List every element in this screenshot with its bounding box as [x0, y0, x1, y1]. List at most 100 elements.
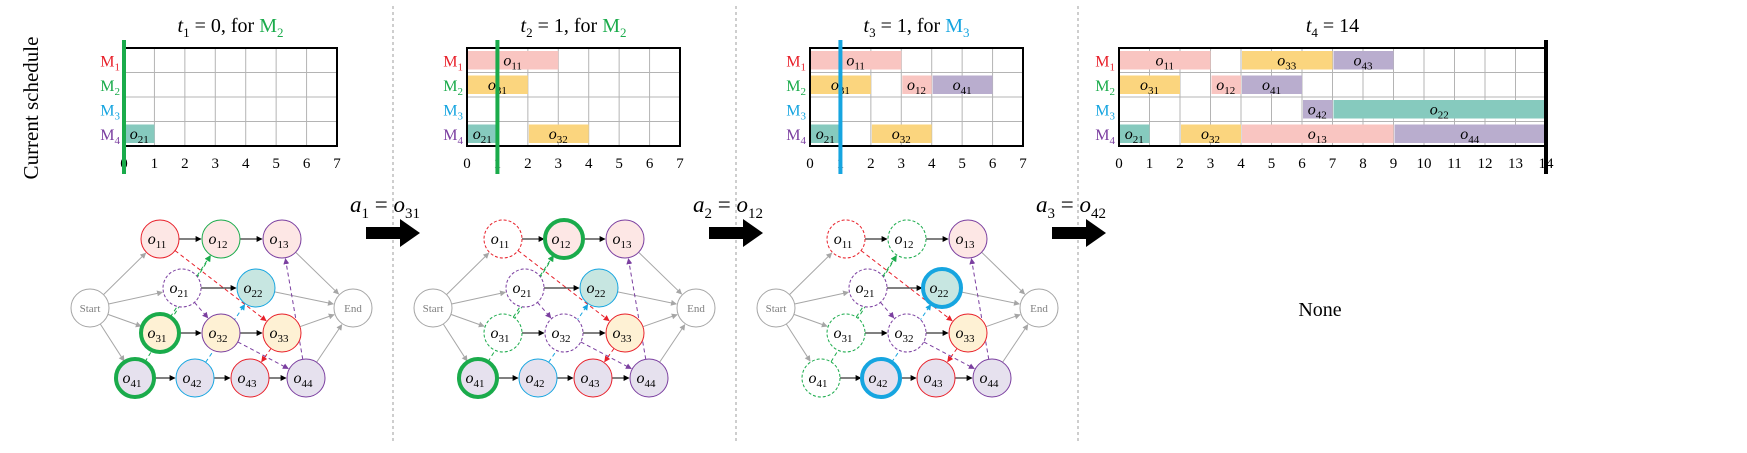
schedule-bar [1242, 75, 1302, 94]
op-node-13 [262, 219, 302, 259]
bar-label: o22 [1430, 102, 1449, 122]
start-edge [107, 313, 142, 328]
op-node-label: o32 [209, 325, 228, 345]
start-edge [785, 323, 811, 362]
op-node-label: o22 [587, 280, 606, 300]
end-edge [1002, 324, 1029, 363]
end-edge [985, 313, 1021, 328]
machine-label: M4 [100, 127, 120, 147]
machine-label: M3 [443, 103, 463, 123]
bar-label: o21 [1125, 126, 1144, 146]
start-label: Start [766, 303, 787, 315]
end-label: End [687, 303, 705, 315]
tick-label: 11 [1447, 156, 1461, 172]
op-node-44 [286, 358, 326, 398]
op-node-41 [114, 357, 156, 399]
bar-label: o13 [1308, 126, 1328, 146]
tick-label: 2 [524, 156, 532, 172]
disjunctive-edge [517, 250, 610, 322]
op-node-41 [801, 358, 841, 398]
machine-label: M1 [443, 54, 463, 74]
op-node-12 [201, 219, 241, 259]
op-node-label: o42 [183, 370, 202, 390]
disjunctive-edge [237, 341, 289, 370]
tick-label: 1 [151, 156, 159, 172]
end-edge [981, 251, 1026, 295]
tick-label: 5 [615, 156, 623, 172]
machine-label: M4 [786, 127, 806, 147]
op-node-label: o12 [209, 231, 228, 251]
schedule-bar [902, 75, 932, 94]
tick-label: 7 [1329, 156, 1337, 172]
op-node-label: o21 [513, 280, 532, 300]
tick-label: 6 [1298, 156, 1306, 172]
schedule-bar [125, 124, 155, 143]
disjunctive-edge [283, 258, 304, 360]
bar-label: o43 [1354, 53, 1374, 73]
op-node-label: o41 [466, 370, 485, 390]
machine-label: M1 [786, 54, 806, 74]
op-node-11 [826, 219, 866, 259]
schedule-bar [811, 51, 902, 70]
machine-label: M3 [786, 103, 806, 123]
op-node-label: o22 [244, 280, 263, 300]
op-node-33 [605, 313, 645, 353]
tick-label: 7 [676, 156, 684, 172]
op-node-label: o31 [834, 325, 853, 345]
gantt-title: t1 = 0, for M2 [178, 15, 284, 40]
bar-label: o32 [892, 126, 911, 146]
op-node-label: o11 [491, 231, 510, 251]
tick-label: 12 [1478, 156, 1493, 172]
start-node [70, 288, 110, 328]
bar-label: o11 [1155, 53, 1174, 73]
tick-label: 2 [181, 156, 189, 172]
start-edge [442, 323, 468, 362]
bar-label: o11 [503, 53, 522, 73]
op-node-22 [236, 268, 276, 308]
start-edge [450, 313, 485, 328]
op-node-label: o42 [526, 370, 545, 390]
bar-label: o11 [846, 53, 865, 73]
bar-label: o44 [1460, 126, 1480, 146]
end-edge [274, 291, 334, 306]
disjunctive-edge [969, 258, 990, 360]
disjunctive-edge [626, 258, 647, 360]
tick-label: 10 [1417, 156, 1432, 172]
none-text: None [1298, 299, 1341, 321]
gantt-panel-2: t2 = 1, for M2o11o31o21o32M1M2M3M4012345… [443, 15, 763, 247]
op-node-label: o22 [930, 280, 949, 300]
op-node-label: o13 [613, 231, 633, 251]
bar-label: o31 [1140, 77, 1159, 97]
bar-label: o33 [1277, 53, 1297, 73]
end-node [1019, 288, 1059, 328]
op-node-label: o11 [834, 231, 853, 251]
op-node-label: o44 [637, 370, 657, 390]
start-edge [108, 290, 164, 305]
op-node-11 [140, 219, 180, 259]
op-node-32 [887, 313, 927, 353]
disjunctive-edge [923, 341, 975, 370]
op-node-22 [579, 268, 619, 308]
op-node-label: o12 [552, 231, 571, 251]
op-node-label: o32 [895, 325, 914, 345]
op-node-label: o44 [980, 370, 1000, 390]
schedule-bar [1120, 124, 1150, 143]
start-edge [103, 252, 147, 296]
op-node-44 [629, 358, 669, 398]
op-node-label: o43 [238, 370, 258, 390]
disjunctive-edge [537, 302, 552, 319]
op-node-43 [230, 358, 270, 398]
start-label: Start [423, 303, 444, 315]
schedule-bar [1242, 51, 1333, 70]
disjunctive-edge [174, 250, 267, 322]
gantt-title: t4 = 14 [1306, 15, 1359, 40]
disjunctive-edge [880, 302, 895, 319]
bar-label: o21 [130, 126, 149, 146]
disjunctive-edge [604, 348, 615, 363]
end-edge [642, 313, 678, 328]
action-label: a2 = o12 [693, 192, 763, 222]
